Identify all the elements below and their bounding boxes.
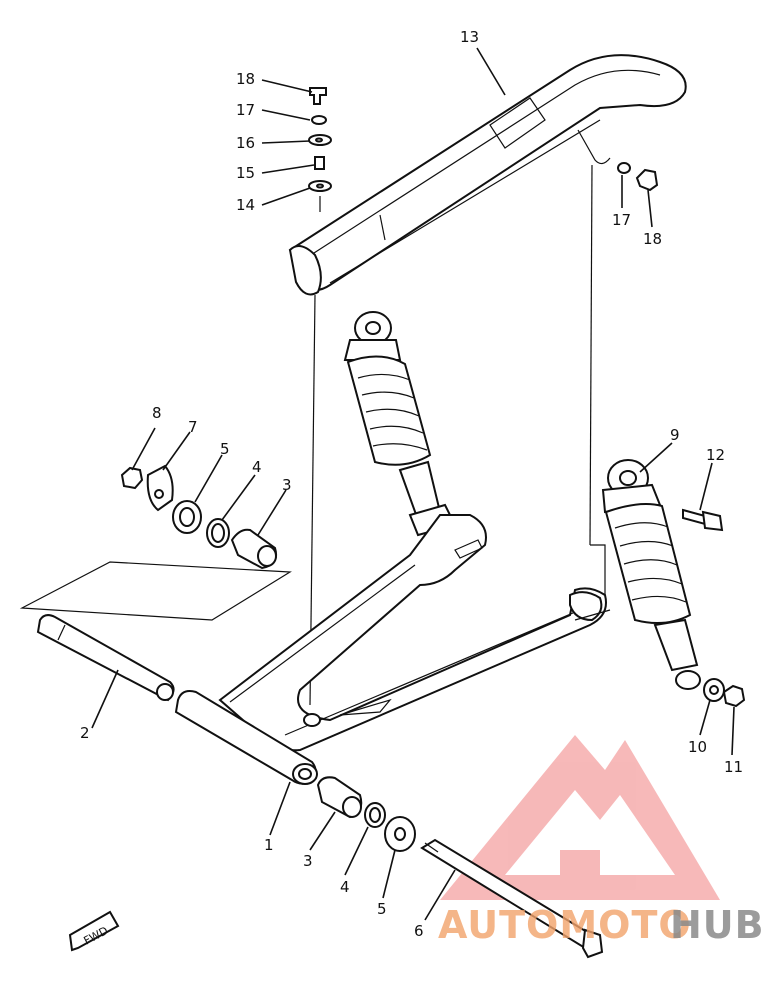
washer-10 (703, 678, 725, 702)
watermark-wordmark: AUTOMOTO HUB (438, 903, 765, 947)
guide-line-right (589, 164, 593, 546)
pivot-tube-1 (174, 690, 318, 785)
callout-5-bottom: 5 (377, 900, 387, 918)
callout-4-bottom: 4 (340, 878, 350, 896)
callout-4-top: 4 (252, 458, 262, 476)
callout-10: 10 (688, 738, 707, 756)
callout-11: 11 (724, 758, 743, 776)
callout-15: 15 (236, 164, 255, 182)
right-bushing-set (316, 776, 416, 852)
callout-18-right: 18 (643, 230, 662, 248)
callout-2: 2 (80, 724, 90, 742)
fwd-arrow-icon: FWD (68, 910, 120, 952)
shock-absorber-9 (601, 459, 701, 690)
callout-3-top: 3 (282, 476, 292, 494)
callout-1: 1 (264, 836, 274, 854)
callout-9: 9 (670, 426, 680, 444)
fastener-stack (308, 87, 659, 212)
nut-11 (722, 684, 746, 708)
leader-lines (91, 47, 735, 921)
guide-line-right-lower (590, 544, 606, 605)
callout-3-bottom: 3 (303, 852, 313, 870)
callout-12: 12 (706, 446, 725, 464)
exploded-guide (19, 561, 292, 621)
callout-14: 14 (236, 196, 255, 214)
callout-17-right: 17 (612, 211, 631, 229)
callout-16: 16 (236, 134, 255, 152)
left-bushing-set (120, 464, 278, 570)
swing-arm (218, 514, 611, 752)
callout-18-top: 18 (236, 70, 255, 88)
callout-6: 6 (414, 922, 424, 940)
shaft-2 (36, 614, 175, 702)
watermark-text-a: AUTOMOTO (438, 903, 692, 947)
callouts: 13 18 17 16 15 14 17 18 8 7 5 4 3 9 12 2… (80, 28, 743, 940)
chain-case-13 (288, 54, 687, 296)
callout-7: 7 (188, 418, 198, 436)
callout-17-top: 17 (236, 101, 255, 119)
watermark-text-b: HUB (670, 903, 765, 947)
watermark-logo (440, 735, 720, 900)
callout-5-top: 5 (220, 440, 230, 458)
axle-6 (420, 838, 604, 959)
callout-13: 13 (460, 28, 479, 46)
bolt-12 (682, 508, 724, 532)
shock-absorber-left (343, 311, 457, 537)
callout-8: 8 (152, 404, 162, 422)
